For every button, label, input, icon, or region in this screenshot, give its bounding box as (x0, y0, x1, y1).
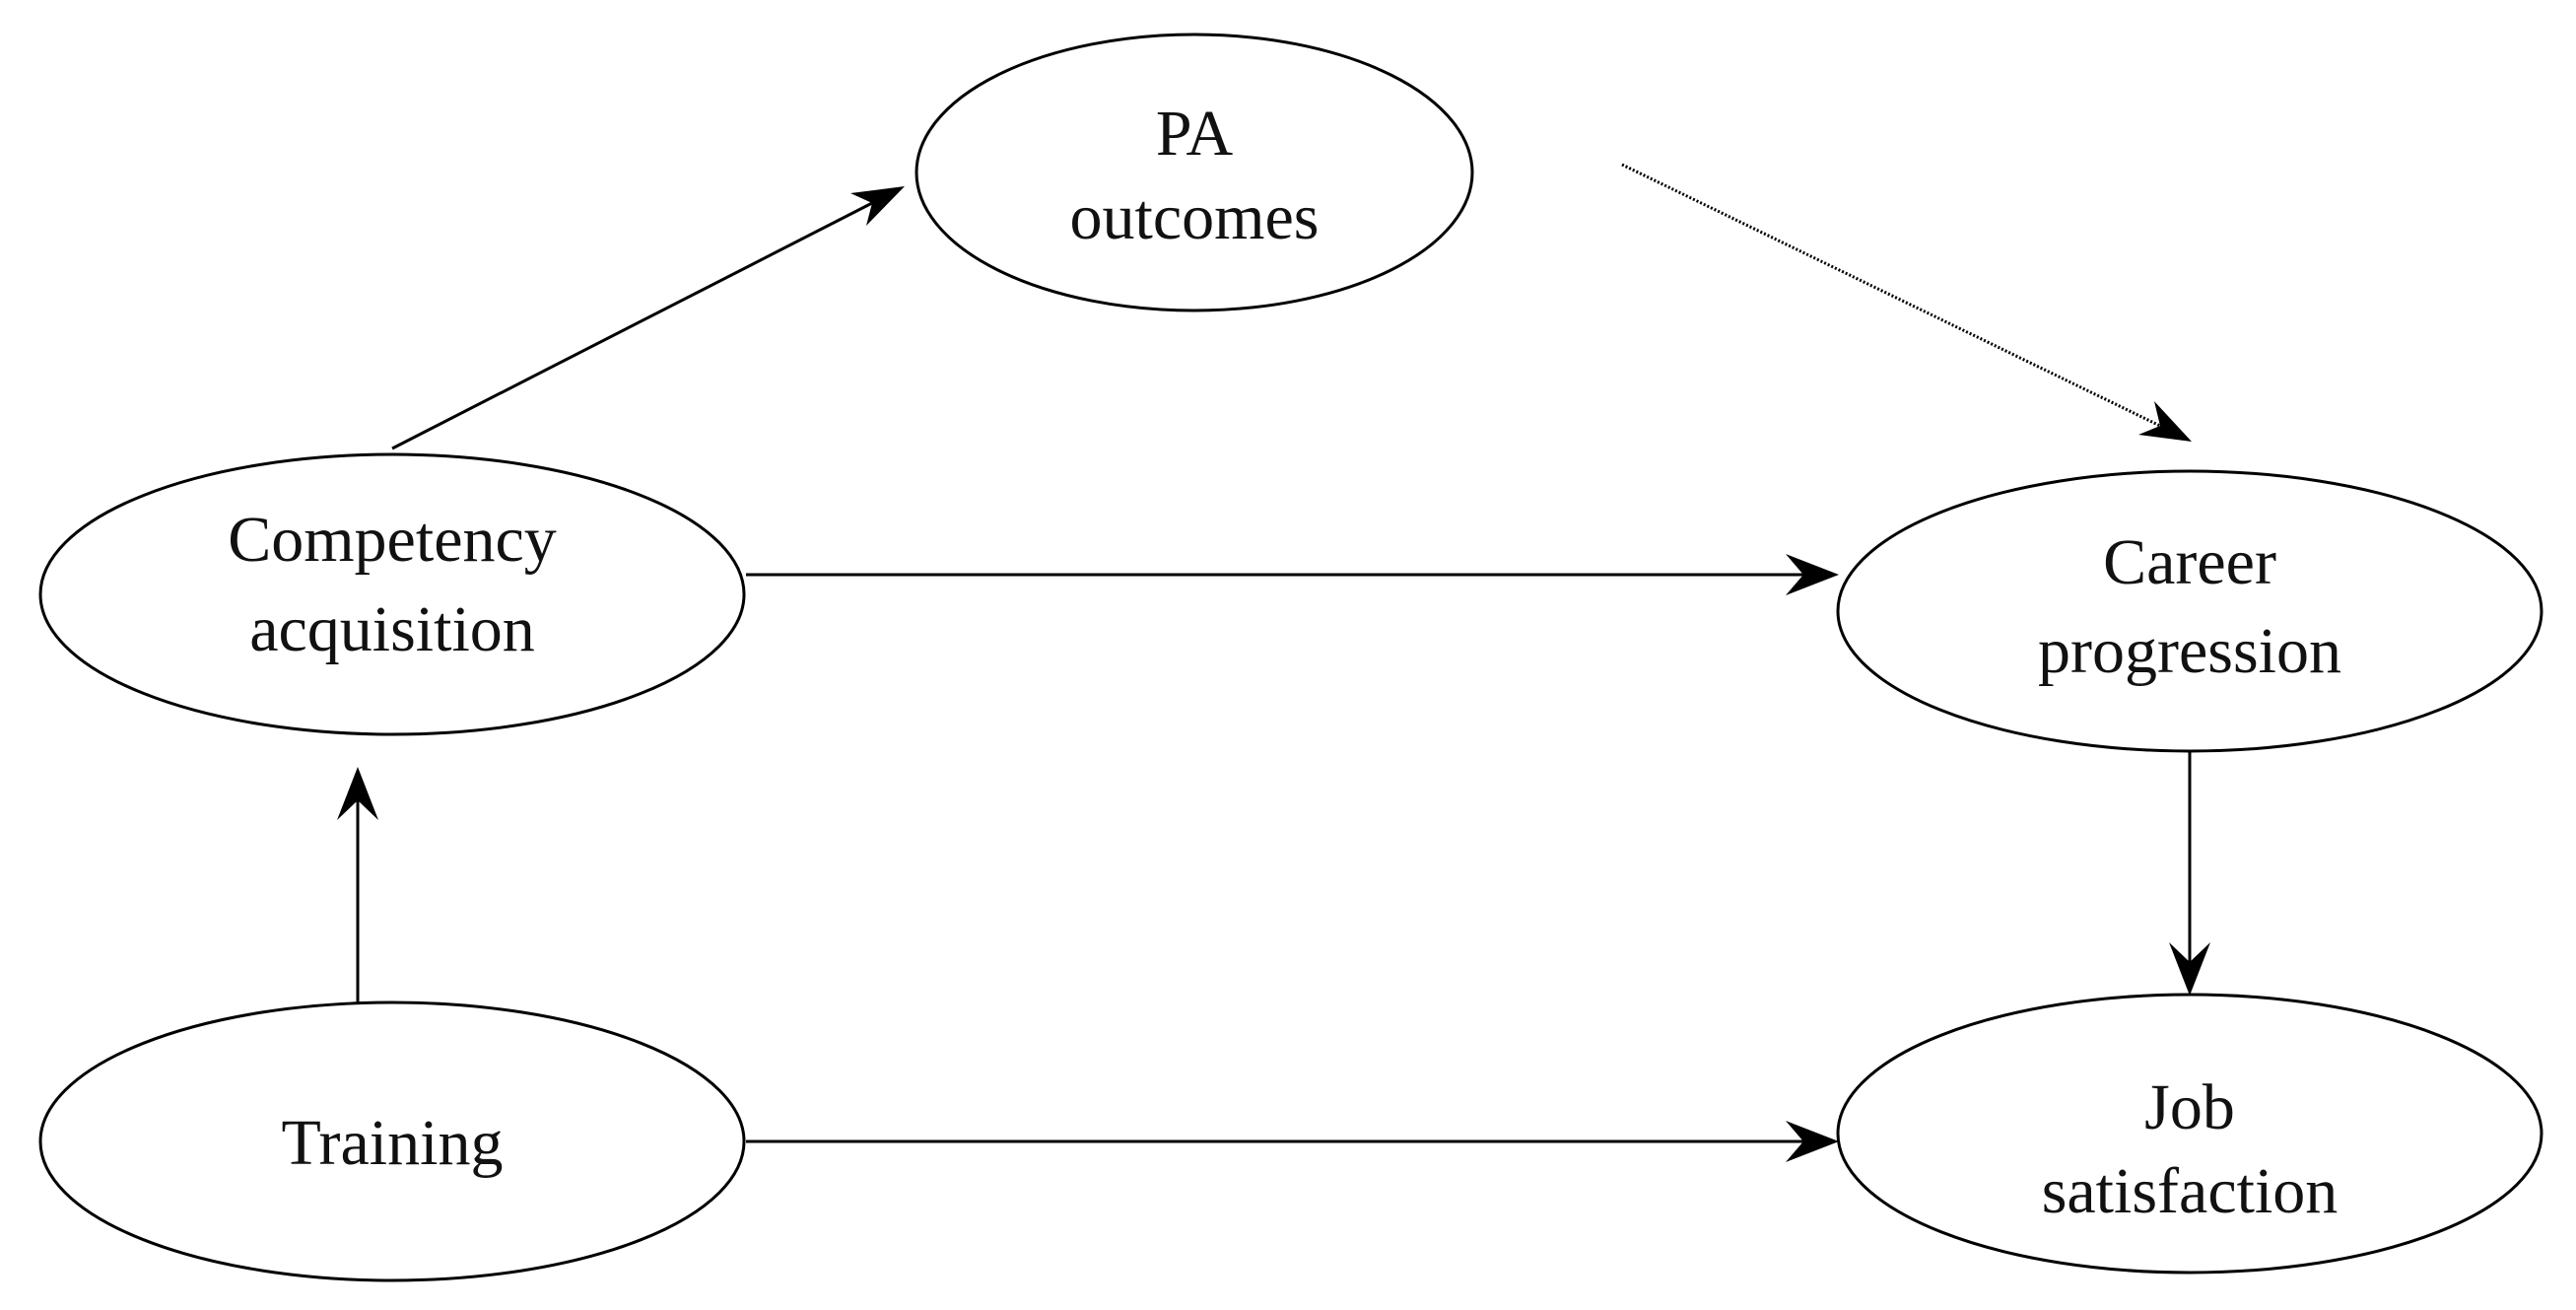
edge-career-to-job-satisfaction (2169, 751, 2210, 996)
node-competency-acquisition: Competency acquisition (38, 452, 746, 736)
node-label-line-2: acquisition (249, 593, 535, 665)
node-training: Training (38, 1000, 746, 1282)
node-label-line-1: Competency (228, 504, 557, 576)
node-job-satisfaction: Job satisfaction (1836, 993, 2543, 1275)
arrowhead (2138, 401, 2192, 442)
node-pa-outcomes: PA outcomes (915, 33, 1474, 312)
node-label-line-1: Job (2144, 1071, 2235, 1143)
arrowhead (1786, 1121, 1839, 1162)
node-label-line-2: satisfaction (2042, 1155, 2339, 1227)
node-label-line-2: outcomes (1070, 181, 1320, 253)
node-career-progression: Career progression (1836, 469, 2543, 753)
node-label-line-1: PA (1156, 98, 1234, 170)
node-label-line-2: progression (2038, 615, 2341, 687)
node-ellipse (38, 452, 746, 736)
edge-pa-outcomes-to-career (1621, 163, 2192, 442)
node-ellipse (38, 1000, 746, 1282)
node-label-line-1: Career (2103, 526, 2276, 598)
arrowhead (1786, 554, 1839, 595)
node-label-line-1: Training (282, 1107, 504, 1179)
node-ellipse (1836, 993, 2543, 1275)
edge-line (1621, 163, 2161, 428)
node-ellipse (915, 33, 1474, 312)
edge-line (391, 201, 873, 450)
arrowhead (337, 767, 378, 820)
edge-competency-to-pa-outcomes (391, 186, 905, 450)
arrowhead (850, 186, 905, 226)
edges (337, 163, 2210, 1162)
edge-training-to-job-satisfaction (746, 1121, 1839, 1162)
edge-competency-to-career (746, 554, 1839, 595)
edge-training-to-competency (337, 767, 378, 1002)
arrowhead (2169, 942, 2210, 996)
node-ellipse (1836, 469, 2543, 753)
